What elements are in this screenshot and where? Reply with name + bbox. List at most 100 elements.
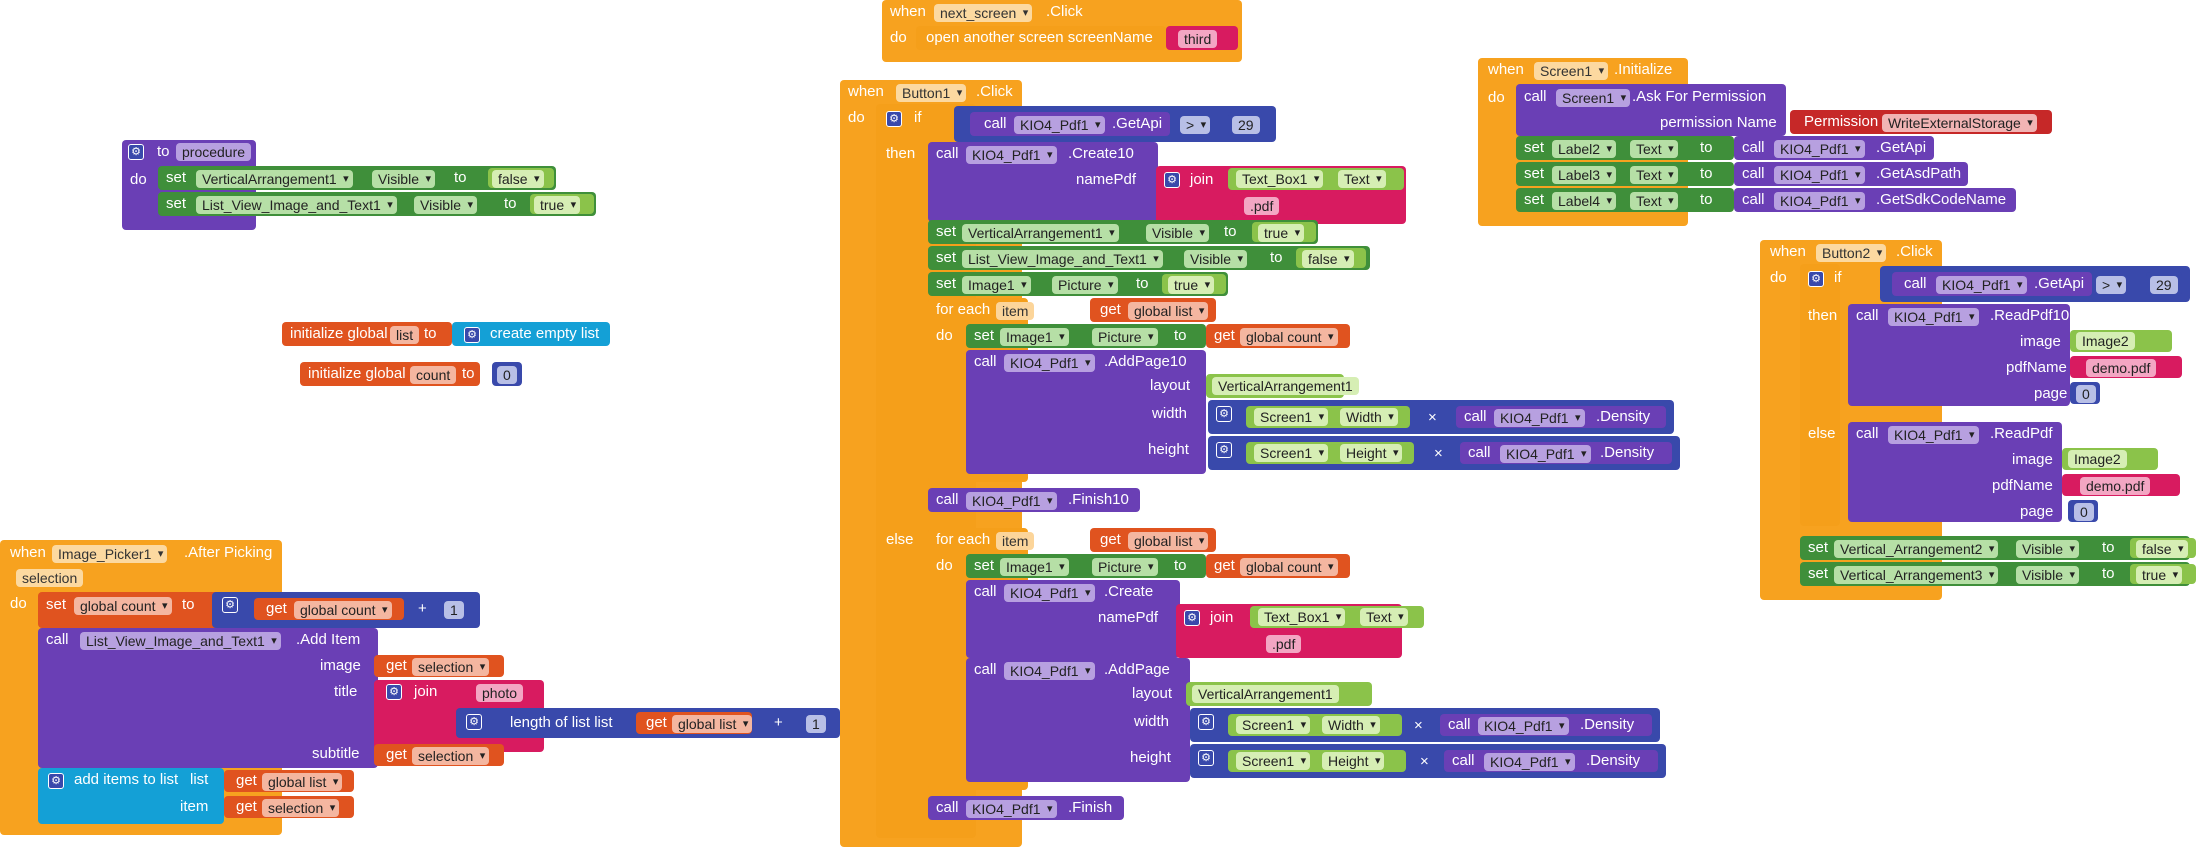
property-dropdown[interactable]: Picture: [1052, 276, 1118, 294]
mutator-gear-icon[interactable]: ⚙: [1216, 406, 1232, 422]
number-field[interactable]: 29: [1232, 116, 1260, 134]
component-dropdown[interactable]: KIO4_Pdf1: [1494, 409, 1585, 427]
component-dropdown[interactable]: KIO4_Pdf1: [966, 146, 1057, 164]
component-dropdown[interactable]: Text_Box1: [1258, 608, 1346, 626]
component-dropdown[interactable]: Image1: [1000, 558, 1069, 576]
component-dropdown[interactable]: Image_Picker1: [52, 545, 168, 563]
variable-dropdown[interactable]: global count: [1240, 558, 1338, 576]
mutator-gear-icon[interactable]: ⚙: [1216, 442, 1232, 458]
component-dropdown[interactable]: Screen1: [1556, 89, 1631, 107]
loop-variable-field[interactable]: item: [996, 302, 1035, 320]
component-dropdown[interactable]: List_View_Image_and_Text1: [962, 250, 1163, 268]
component-dropdown[interactable]: Image1: [962, 276, 1031, 294]
text-literal[interactable]: .pdf: [1244, 197, 1280, 215]
component-dropdown[interactable]: Vertical_Arrangement3: [1834, 566, 1999, 584]
component-dropdown[interactable]: KIO4_Pdf1: [966, 800, 1057, 818]
component-value[interactable]: Image2: [2076, 332, 2135, 350]
component-dropdown[interactable]: KIO4_Pdf1: [1014, 116, 1105, 134]
property-dropdown[interactable]: Text: [1630, 166, 1678, 184]
component-dropdown[interactable]: next_screen: [934, 4, 1033, 22]
compare-operator-dropdown[interactable]: >: [2096, 276, 2127, 294]
variable-dropdown[interactable]: selection: [412, 747, 490, 765]
component-dropdown[interactable]: VerticalArrangement1: [196, 170, 353, 188]
component-dropdown[interactable]: KIO4_Pdf1: [1774, 166, 1865, 184]
property-dropdown[interactable]: Visible: [414, 196, 477, 214]
component-dropdown[interactable]: KIO4_Pdf1: [1004, 662, 1095, 680]
property-dropdown[interactable]: Text: [1338, 170, 1386, 188]
property-dropdown[interactable]: Visible: [1146, 224, 1209, 242]
mutator-gear-icon[interactable]: ⚙: [1808, 271, 1824, 287]
variable-dropdown[interactable]: global list: [262, 773, 343, 791]
global-name-field[interactable]: list: [390, 326, 420, 344]
component-value[interactable]: Image2: [2068, 450, 2127, 468]
component-dropdown[interactable]: Vertical_Arrangement2: [1834, 540, 1999, 558]
number-field[interactable]: 0: [2076, 385, 2096, 403]
component-dropdown[interactable]: Label3: [1552, 166, 1617, 184]
property-dropdown[interactable]: Text: [1360, 608, 1408, 626]
variable-dropdown[interactable]: selection: [412, 658, 490, 676]
mutator-gear-icon[interactable]: ⚙: [1198, 750, 1214, 766]
component-dropdown[interactable]: Screen1: [1254, 444, 1329, 462]
property-dropdown[interactable]: Height: [1340, 444, 1403, 462]
compare-operator-dropdown[interactable]: >: [1180, 116, 1211, 134]
mutator-gear-icon[interactable]: ⚙: [886, 111, 902, 127]
text-literal[interactable]: demo.pdf: [2080, 477, 2151, 495]
property-dropdown[interactable]: Text: [1630, 140, 1678, 158]
mutator-gear-icon[interactable]: ⚙: [464, 327, 480, 343]
boolean-dropdown[interactable]: false: [1302, 250, 1354, 268]
property-dropdown[interactable]: Picture: [1092, 328, 1158, 346]
component-dropdown[interactable]: Label4: [1552, 192, 1617, 210]
property-dropdown[interactable]: Picture: [1092, 558, 1158, 576]
variable-dropdown[interactable]: global list: [1128, 532, 1209, 550]
component-dropdown[interactable]: KIO4_Pdf1: [966, 492, 1057, 510]
boolean-dropdown[interactable]: true: [1258, 224, 1305, 242]
property-dropdown[interactable]: Visible: [372, 170, 435, 188]
global-name-field[interactable]: count: [410, 366, 457, 384]
component-dropdown[interactable]: KIO4_Pdf1: [1888, 308, 1979, 326]
boolean-dropdown[interactable]: true: [2136, 566, 2183, 584]
boolean-dropdown[interactable]: true: [1168, 276, 1215, 294]
loop-variable-field[interactable]: item: [996, 532, 1035, 550]
number-field[interactable]: 0: [2074, 503, 2094, 521]
component-dropdown[interactable]: List_View_Image_and_Text1: [80, 632, 281, 650]
mutator-gear-icon[interactable]: ⚙: [386, 684, 402, 700]
component-dropdown[interactable]: Label2: [1552, 140, 1617, 158]
add-items-to-list-block[interactable]: [38, 768, 224, 824]
global-list-declaration[interactable]: [282, 322, 452, 346]
number-field[interactable]: 1: [444, 601, 464, 619]
component-dropdown[interactable]: Text_Box1: [1236, 170, 1324, 188]
component-dropdown[interactable]: List_View_Image_and_Text1: [196, 196, 397, 214]
text-literal[interactable]: .pdf: [1266, 635, 1302, 653]
component-dropdown[interactable]: Screen1: [1236, 752, 1311, 770]
procedure-name-field[interactable]: procedure: [176, 143, 252, 161]
component-dropdown[interactable]: KIO4_Pdf1: [1774, 192, 1865, 210]
component-dropdown[interactable]: Image1: [1000, 328, 1069, 346]
open-another-screen-block[interactable]: [916, 26, 1166, 50]
number-field[interactable]: 0: [497, 366, 517, 384]
mutator-gear-icon[interactable]: ⚙: [1184, 610, 1200, 626]
component-dropdown[interactable]: KIO4_Pdf1: [1004, 354, 1095, 372]
number-field[interactable]: 29: [2150, 276, 2178, 294]
property-dropdown[interactable]: Text: [1630, 192, 1678, 210]
variable-dropdown[interactable]: global count: [74, 597, 172, 615]
mutator-gear-icon[interactable]: ⚙: [1164, 172, 1180, 188]
screen-name-literal[interactable]: third: [1178, 30, 1218, 48]
component-dropdown[interactable]: Screen1: [1534, 62, 1609, 80]
component-dropdown[interactable]: Screen1: [1254, 408, 1329, 426]
mutator-gear-icon[interactable]: ⚙: [222, 597, 238, 613]
component-dropdown[interactable]: VerticalArrangement1: [962, 224, 1119, 242]
component-dropdown[interactable]: KIO4_Pdf1: [1500, 445, 1591, 463]
text-literal[interactable]: photo: [476, 684, 524, 702]
component-dropdown[interactable]: KIO4_Pdf1: [1004, 584, 1095, 602]
boolean-dropdown[interactable]: false: [492, 170, 544, 188]
property-dropdown[interactable]: Visible: [2016, 566, 2079, 584]
variable-dropdown[interactable]: global list: [672, 715, 753, 733]
number-field[interactable]: 1: [806, 715, 826, 733]
permission-dropdown[interactable]: WriteExternalStorage: [1882, 114, 2037, 132]
variable-dropdown[interactable]: global list: [1128, 302, 1209, 320]
text-literal[interactable]: demo.pdf: [2086, 359, 2157, 377]
component-dropdown[interactable]: KIO4_Pdf1: [1936, 276, 2027, 294]
property-dropdown[interactable]: Visible: [2016, 540, 2079, 558]
component-dropdown[interactable]: Button2: [1816, 244, 1887, 262]
